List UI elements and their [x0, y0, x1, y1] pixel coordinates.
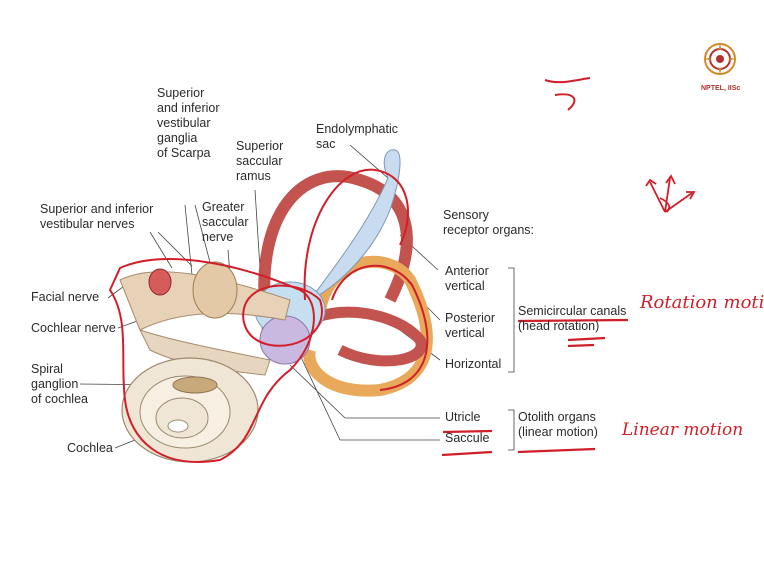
axis-sketch	[646, 176, 694, 212]
annotation-linear-motion: Linear motion	[622, 420, 743, 440]
annotation-rotation-motion: Rotation motion	[640, 292, 764, 313]
spiral-ganglion	[173, 377, 217, 393]
label-endolymphatic-sac: Endolymphatic sac	[316, 122, 398, 152]
logo-text: NPTEL, IISc	[701, 85, 740, 92]
label-posterior-vertical: Posterior vertical	[445, 311, 495, 341]
label-otolith-organs: Otolith organs (linear motion)	[518, 410, 598, 440]
label-spiral-ganglion: Spiral ganglion of cochlea	[31, 362, 88, 407]
label-scarpa-ganglia: Superior and inferior vestibular ganglia…	[157, 86, 220, 161]
label-semicircular-canals: Semicircular canals (head rotation)	[518, 304, 626, 334]
label-horizontal: Horizontal	[445, 357, 501, 372]
label-utricle: Utricle	[445, 410, 480, 425]
label-vestibular-nerves: Superior and inferior vestibular nerves	[40, 202, 153, 232]
label-cochlear-nerve: Cochlear nerve	[31, 321, 116, 336]
label-facial-nerve: Facial nerve	[31, 290, 99, 305]
label-saccule: Saccule	[445, 431, 489, 446]
facial-nerve-cross-section	[149, 269, 171, 295]
label-sensory-receptor-organs: Sensory receptor organs:	[443, 208, 534, 238]
label-anterior-vertical: Anterior vertical	[445, 264, 489, 294]
label-greater-saccular-nerve: Greater saccular nerve	[202, 200, 249, 245]
nptel-logo	[700, 36, 740, 92]
label-cochlea: Cochlea	[67, 441, 113, 456]
label-superior-saccular-ramus: Superior saccular ramus	[236, 139, 283, 184]
scarpa-ganglion	[193, 262, 237, 318]
